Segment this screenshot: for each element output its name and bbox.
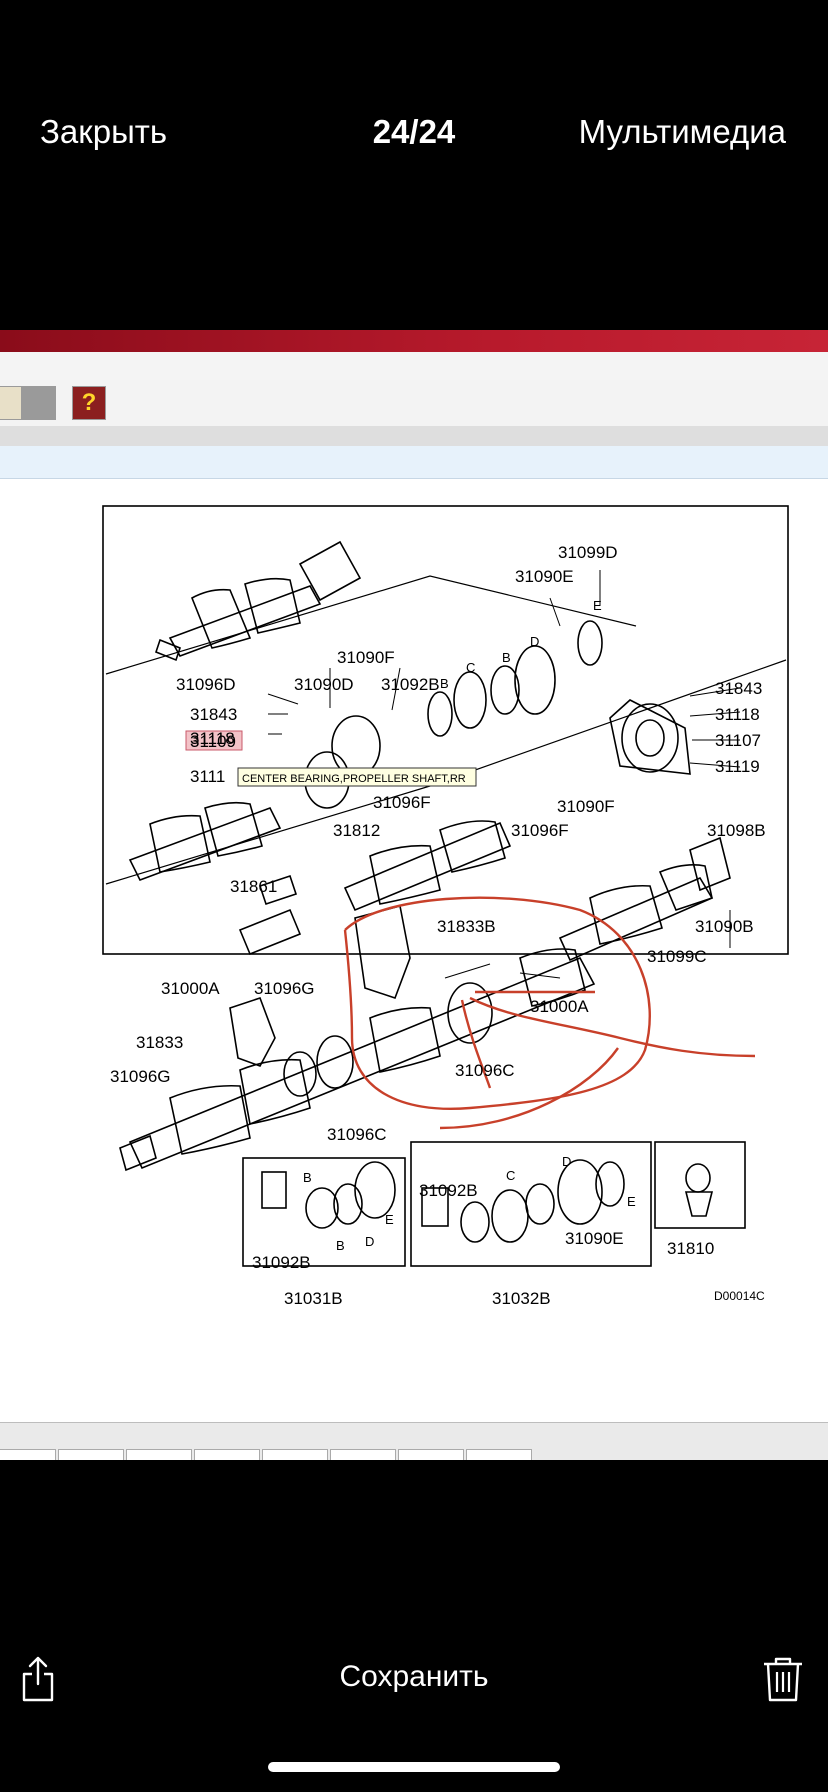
label-31096G-2: 31096G (110, 1067, 171, 1086)
diagram-code: D00014C (714, 1289, 765, 1303)
taskbar-item[interactable] (0, 1449, 56, 1460)
label-31119: 31119 (715, 757, 760, 776)
viewer-top-bar: Закрыть 24/24 Мультимедиа (0, 0, 828, 330)
label-31090F-mid: 31090F (557, 797, 615, 816)
taskbar-item[interactable] (58, 1449, 124, 1460)
label-31810: 31810 (667, 1239, 714, 1258)
label-31118-left: 31118 (190, 729, 235, 748)
letter-b-2: B (440, 676, 449, 691)
screenshot-image: ? (0, 330, 828, 1460)
label-31096G-1: 31096G (254, 979, 315, 998)
part-tooltip (237, 767, 477, 787)
label-31099D: 31099D (558, 543, 618, 562)
taskbar-item[interactable] (262, 1449, 328, 1460)
letter-b-4: B (336, 1238, 345, 1253)
label-31118-right: 31118 (715, 705, 760, 724)
label-31000A-box: 31000A (161, 979, 220, 998)
taskbar-item[interactable] (126, 1449, 192, 1460)
letter-b-3: B (303, 1170, 312, 1185)
home-indicator[interactable] (268, 1762, 560, 1772)
label-31032B: 31032B (492, 1289, 551, 1308)
tooltip-text: CENTER BEARING,PROPELLER SHAFT,RR (242, 773, 466, 785)
taskbar-item[interactable] (398, 1449, 464, 1460)
letter-b-1: B (502, 650, 511, 665)
taskbar-item[interactable] (194, 1449, 260, 1460)
letter-c-1: C (466, 660, 475, 675)
label-31096F-mid: 31096F (511, 821, 569, 840)
letter-e-3: E (627, 1194, 636, 1209)
label-31092B-box1: 31092B (252, 1253, 311, 1272)
label-31861: 31861 (230, 877, 277, 896)
hand-drawn-circle-annotation (343, 896, 756, 1130)
parts-diagram: 31099D 31090E 31090F 31096D 31090D 31092… (102, 505, 789, 1308)
label-31000A-mid: 31000A (530, 997, 589, 1016)
label-31096C-mid: 31096C (455, 1061, 515, 1080)
label-31107: 31107 (715, 731, 761, 750)
label-31843-right: 31843 (715, 679, 762, 698)
label-31092B-top: 31092B (381, 675, 440, 694)
help-button[interactable]: ? (72, 386, 106, 420)
taskbar-strip (0, 1422, 828, 1460)
folder-icon[interactable] (22, 386, 56, 420)
print-icon[interactable] (0, 386, 22, 420)
letter-d-1: D (530, 634, 539, 649)
share-icon[interactable] (20, 1656, 56, 1702)
viewer-bottom-bar: Сохранить (0, 1460, 828, 1792)
label-31096D: 31096D (176, 675, 236, 694)
label-31833B: 31833B (437, 917, 496, 936)
label-31812: 31812 (333, 821, 380, 840)
help-icon: ? (81, 389, 97, 416)
letter-c-2: C (506, 1168, 515, 1183)
label-31090F-top: 31090F (337, 648, 395, 667)
label-31090B: 31090B (695, 917, 754, 936)
selected-part-highlight (185, 730, 243, 751)
letter-d-3: D (562, 1154, 571, 1169)
media-button[interactable]: Мультимедиа (578, 113, 786, 150)
letter-e-2: E (385, 1212, 394, 1227)
app-toolbar: ? (0, 380, 828, 427)
letter-e-1: E (593, 598, 602, 613)
media-counter: 24/24 (372, 113, 456, 150)
label-31843-left: 31843 (190, 705, 237, 724)
label-31092B-box2: 31092B (419, 1181, 478, 1200)
label-31031B: 31031B (284, 1289, 343, 1308)
taskbar-item[interactable] (330, 1449, 396, 1460)
info-band (0, 446, 828, 479)
label-31833: 31833 (136, 1033, 183, 1052)
label-31099C: 31099C (647, 947, 707, 966)
label-31090E-box2: 31090E (565, 1229, 624, 1248)
label-3111: 3111 (190, 767, 225, 786)
window-title-bar (0, 330, 828, 352)
label-31090D: 31090D (294, 675, 354, 694)
label-31090E-top: 31090E (515, 567, 574, 586)
label-31098B: 31098B (707, 821, 766, 840)
letter-d-2: D (365, 1234, 374, 1249)
save-button[interactable]: Сохранить (339, 1660, 489, 1693)
label-31096C-bot: 31096C (327, 1125, 387, 1144)
separator-band (0, 426, 828, 446)
trash-icon[interactable] (762, 1656, 804, 1702)
label-31109-highlight: 31109 (190, 732, 236, 751)
diagram-frame (102, 505, 789, 955)
taskbar-item[interactable] (466, 1449, 532, 1460)
menu-band (0, 352, 828, 381)
close-button[interactable]: Закрыть (40, 113, 168, 150)
label-31096F-left: 31096F (373, 793, 431, 812)
